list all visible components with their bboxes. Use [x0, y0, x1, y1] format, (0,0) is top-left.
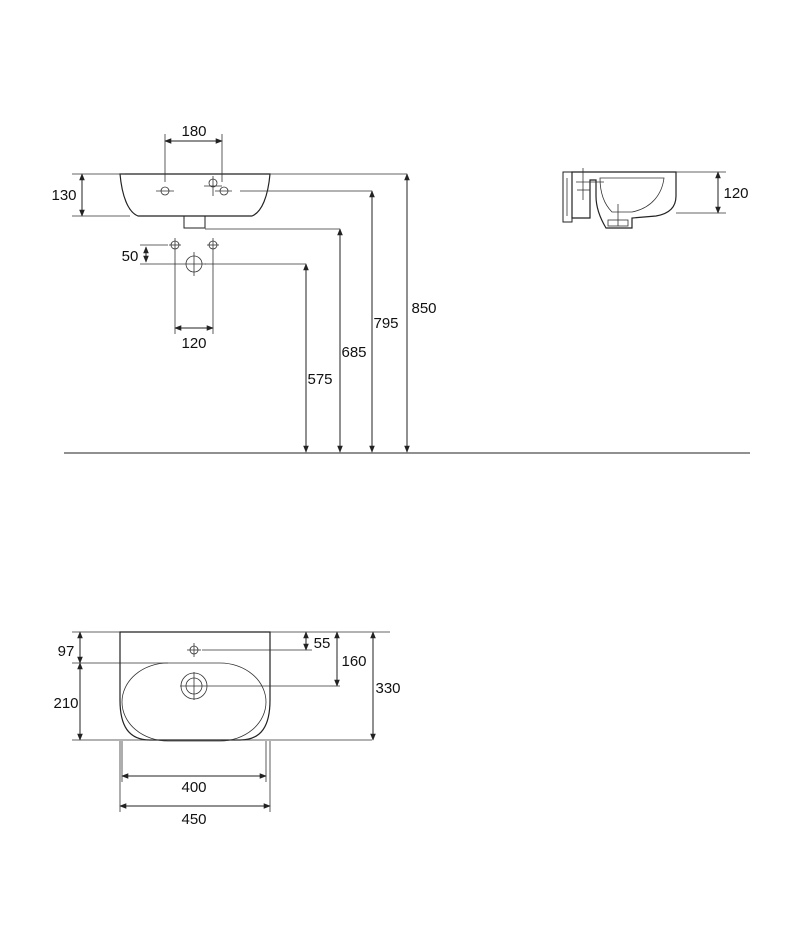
dim-120-waste-label: 120	[181, 335, 206, 352]
front-tap-holes	[156, 176, 232, 196]
front-view: 180 130 50 120 575 685 795 850	[51, 123, 437, 453]
dim-180-label: 180	[181, 123, 206, 140]
front-basin-outline	[119, 173, 271, 217]
dim-97-label: 97	[58, 643, 75, 660]
dim-575-label: 575	[307, 371, 332, 388]
dim-330-label: 330	[375, 680, 400, 697]
dim-210-label: 210	[53, 695, 78, 712]
side-wall-plate	[562, 171, 573, 223]
side-view: 120	[562, 168, 749, 229]
front-drain-spigot	[183, 216, 206, 229]
front-waste-points	[140, 238, 219, 334]
top-view: 97 210 55 160 330 400 450	[53, 631, 401, 828]
dim-795-label: 795	[373, 315, 398, 332]
dim-55-label: 55	[314, 635, 331, 652]
dim-450-label: 450	[181, 811, 206, 828]
dim-160-label: 160	[341, 653, 366, 670]
dim-400-label: 400	[181, 779, 206, 796]
top-inner-bowl	[121, 662, 267, 742]
dim-685-label: 685	[341, 344, 366, 361]
dim-130-label: 130	[51, 187, 76, 204]
dim-side-120-label: 120	[723, 185, 748, 202]
dim-50-label: 50	[122, 248, 139, 265]
side-basin-profile	[571, 171, 677, 229]
dim-850-label: 850	[411, 300, 436, 317]
